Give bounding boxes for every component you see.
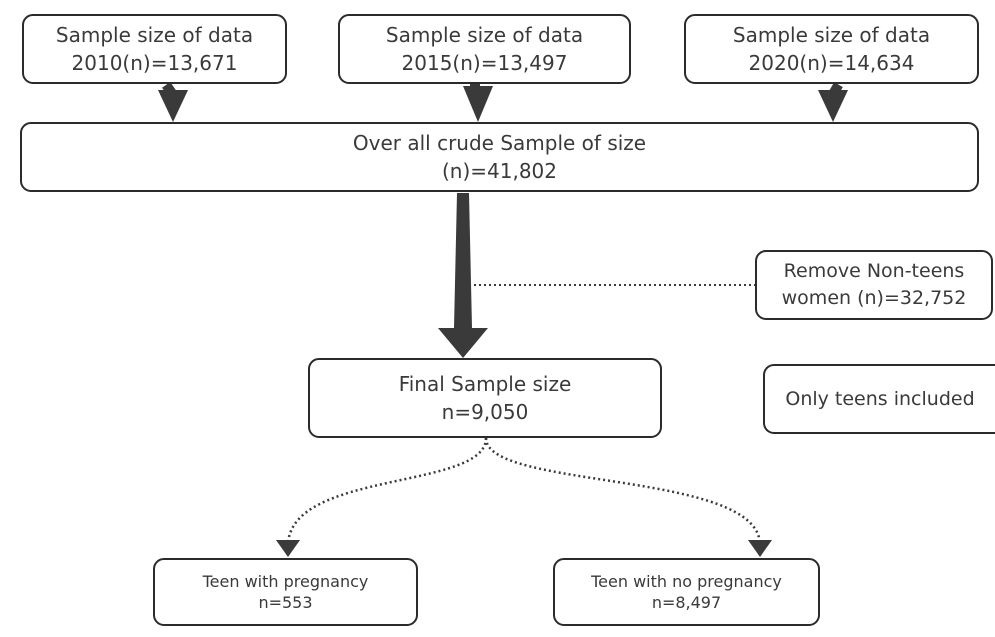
main-arrow-crude-to-final (438, 193, 488, 358)
source-box-2020-line2: 2020(n)=14,634 (748, 51, 915, 75)
arrow-2020-to-crude (818, 90, 848, 122)
exclusion-box: Remove Non-teens women (n)=32,752 (755, 250, 993, 320)
arrow-2010-to-crude (158, 90, 188, 122)
outcome-no-pregnancy-line1: Teen with no pregnancy (591, 572, 782, 591)
arrow-2010-stem (162, 82, 176, 96)
final-sample-box: Final Sample size n=9,050 (308, 358, 662, 438)
arrow-2015-stem (470, 82, 480, 90)
arrowhead-pregnancy (276, 540, 300, 557)
note-text: Only teens included (785, 387, 975, 410)
arrow-2020-stem (829, 82, 843, 96)
source-box-2015-line2: 2015(n)=13,497 (401, 51, 568, 75)
source-box-2015: Sample size of data 2015(n)=13,497 (338, 14, 631, 84)
dotted-connector-to-pregnancy (286, 437, 488, 546)
source-box-2010-line1: Sample size of data (55, 23, 254, 47)
crude-sample-line2: (n)=41,802 (441, 159, 558, 183)
dotted-connector-to-no-pregnancy (484, 437, 762, 546)
source-box-2010-line2: 2010(n)=13,671 (71, 51, 238, 75)
final-sample-line1: Final Sample size (398, 372, 572, 396)
source-box-2020-line1: Sample size of data (732, 23, 931, 47)
outcome-no-pregnancy-line2: n=8,497 (651, 593, 722, 612)
exclusion-line2: women (n)=32,752 (781, 287, 967, 309)
arrowhead-no-pregnancy (748, 540, 772, 557)
outcome-box-no-pregnancy: Teen with no pregnancy n=8,497 (553, 558, 820, 626)
crude-sample-box: Over all crude Sample of size (n)=41,802 (20, 122, 979, 192)
outcome-pregnancy-line2: n=553 (258, 593, 313, 612)
outcome-box-pregnancy: Teen with pregnancy n=553 (153, 558, 418, 626)
crude-sample-line1: Over all crude Sample of size (352, 131, 647, 155)
arrow-2015-to-crude (463, 86, 493, 122)
source-box-2010: Sample size of data 2010(n)=13,671 (22, 14, 287, 84)
note-box: Only teens included (763, 364, 995, 434)
final-sample-line2: n=9,050 (441, 400, 529, 424)
source-box-2020: Sample size of data 2020(n)=14,634 (684, 14, 979, 84)
source-box-2015-line1: Sample size of data (385, 23, 584, 47)
exclusion-line1: Remove Non-teens (783, 260, 965, 282)
outcome-pregnancy-line1: Teen with pregnancy (202, 572, 369, 591)
